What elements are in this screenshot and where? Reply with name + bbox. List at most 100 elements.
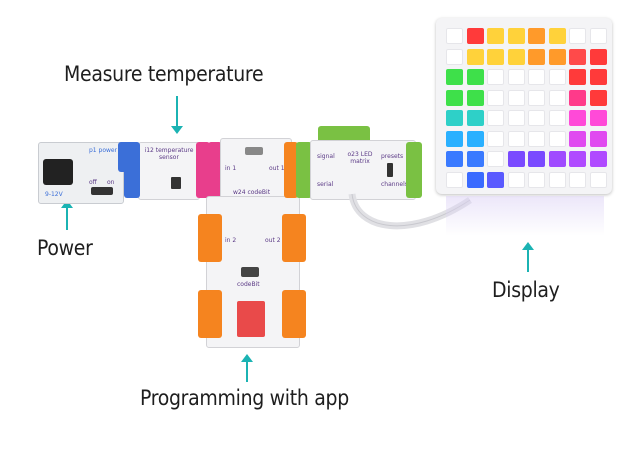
led-pixel	[548, 89, 566, 106]
power-on-label: on	[107, 179, 115, 186]
orange-connector-3	[198, 290, 222, 338]
led-pixel	[466, 110, 484, 126]
led-pixel	[528, 69, 545, 85]
matrix-reflection	[446, 196, 604, 236]
codebit-module: in 1 out 1 w24 codeBit	[220, 138, 292, 200]
led-pixel	[528, 28, 545, 44]
codebit-bottom-label: codeBit	[237, 281, 260, 288]
led-channels: channels	[381, 181, 408, 188]
led-pixel	[466, 171, 484, 188]
orange-connector-top	[284, 142, 298, 198]
codebit-in-connector	[208, 142, 222, 198]
led-pixel	[507, 69, 525, 85]
led-pixel	[487, 110, 504, 126]
led-signal: signal	[317, 153, 335, 160]
led-pixel	[528, 110, 545, 126]
codebit-in2: in 2	[225, 237, 237, 244]
programming-arrow	[241, 354, 253, 382]
led-pixel	[446, 69, 463, 85]
led-pixel	[487, 151, 504, 167]
led-pixel	[589, 110, 607, 126]
codebit-out2: out 2	[265, 237, 281, 244]
power-off-label: off	[89, 179, 97, 186]
led-pixel	[487, 89, 504, 106]
led-module-name: o23 LED matrix	[347, 151, 373, 165]
led-controller-module: o23 LED matrix signal serial presets cha…	[310, 140, 416, 200]
power-jack	[43, 159, 73, 185]
usb-port	[245, 147, 263, 155]
codebit-name: w24 codeBit	[233, 189, 271, 196]
led-pixel	[589, 28, 607, 44]
led-pixel	[487, 171, 504, 188]
led-pixel	[528, 171, 545, 188]
led-pixel	[446, 130, 463, 147]
green-connector	[296, 142, 312, 198]
green-connector-top	[318, 126, 370, 144]
led-pixel	[589, 151, 607, 167]
led-pixel	[446, 28, 463, 44]
led-pixel	[548, 48, 566, 65]
temperature-module-name: i12 temperature sensor	[144, 147, 194, 161]
led-pixel	[589, 89, 607, 106]
temperature-connector-right	[196, 142, 210, 198]
orange-connector-1	[198, 214, 222, 262]
led-pixel	[507, 151, 525, 167]
led-pixel	[487, 130, 504, 147]
led-pixel	[569, 110, 586, 126]
led-pixel	[507, 89, 525, 106]
led-pixel	[466, 151, 484, 167]
led-serial: serial	[317, 181, 334, 188]
led-pixel	[446, 89, 463, 106]
power-label: Power	[37, 236, 93, 260]
led-pixel	[569, 28, 586, 44]
led-presets: presets	[381, 153, 404, 160]
led-pixel	[446, 151, 463, 167]
codebit-in1: in 1	[225, 165, 237, 172]
measure-arrow	[171, 96, 183, 134]
led-pixel	[569, 89, 586, 106]
led-pixel	[569, 48, 586, 65]
led-pixel	[466, 130, 484, 147]
led-pixel	[548, 151, 566, 167]
led-pixel	[507, 171, 525, 188]
green-connector-right	[406, 142, 422, 198]
codebit-button	[241, 267, 259, 277]
led-pixel	[569, 171, 586, 188]
power-voltage: 9-12V	[45, 191, 63, 198]
led-pixel	[589, 48, 607, 65]
led-pixel	[528, 89, 545, 106]
led-pixel	[507, 48, 525, 65]
led-pixel	[569, 130, 586, 147]
led-pixel	[528, 48, 545, 65]
led-pixel	[507, 28, 525, 44]
led-pixel	[466, 48, 484, 65]
led-switch	[387, 163, 393, 177]
led-pixel	[446, 110, 463, 126]
codebit-out1: out 1	[269, 165, 285, 172]
led-pixel	[589, 69, 607, 85]
power-arrow	[61, 200, 73, 230]
temperature-connector-left	[124, 142, 140, 198]
led-pixel	[507, 130, 525, 147]
led-pixel	[548, 28, 566, 44]
led-pixel	[548, 69, 566, 85]
led-pixel	[507, 110, 525, 126]
led-pixel	[548, 171, 566, 188]
led-pixel	[446, 171, 463, 188]
led-pixel	[528, 130, 545, 147]
led-pixel	[569, 69, 586, 85]
measure-temperature-label: Measure temperature	[64, 62, 264, 86]
led-pixel	[446, 48, 463, 65]
orange-connector-2	[282, 214, 306, 262]
power-module-name: p1 power	[89, 147, 118, 154]
led-matrix-display	[436, 18, 612, 194]
power-switch	[91, 187, 113, 195]
led-pixel	[466, 69, 484, 85]
led-pixel	[466, 28, 484, 44]
power-module: p1 power 9-12V off on	[38, 142, 124, 204]
led-pixel	[548, 110, 566, 126]
led-pixel	[466, 89, 484, 106]
display-arrow	[522, 242, 534, 272]
programming-label: Programming with app	[140, 386, 349, 410]
